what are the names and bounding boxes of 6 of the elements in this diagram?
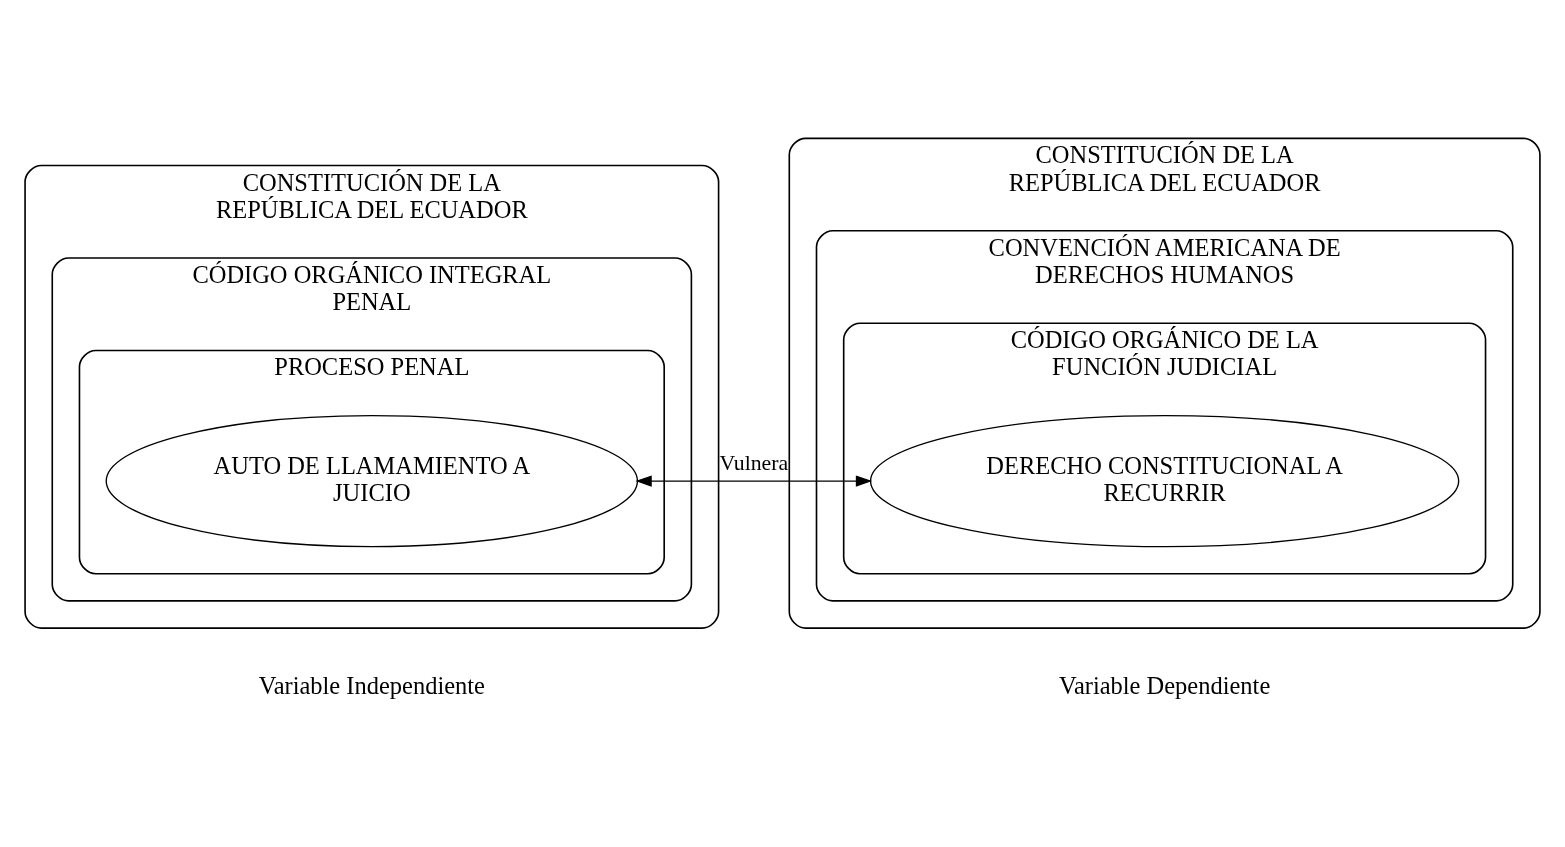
- node-ellipse: DERECHO CONSTITUCIONAL A RECURRIR: [869, 414, 1460, 547]
- edge-label: Vulnera: [719, 450, 789, 475]
- node-ellipse: AUTO DE LLAMAMIENTO A JUICIO: [105, 414, 639, 547]
- node-label: Variable Dependiente: [1058, 671, 1271, 699]
- arrow: [635, 474, 873, 487]
- node-label: Variable Independiente: [258, 671, 485, 699]
